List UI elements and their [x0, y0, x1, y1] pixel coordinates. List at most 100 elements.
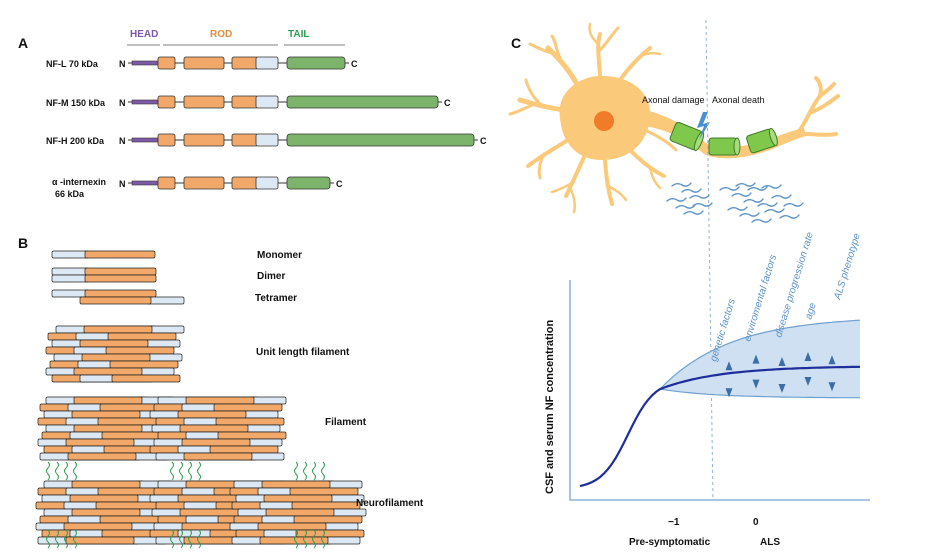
- axon-tubes: [669, 121, 778, 156]
- sidearm-squiggles: [46, 461, 325, 549]
- dimer-unit: [77, 360, 179, 369]
- protein-name: NF-H 200 kDa: [46, 136, 105, 146]
- panel-a-label: A: [18, 35, 28, 51]
- lower-bound-curve: [655, 388, 861, 399]
- rod-segment: [231, 176, 259, 190]
- protein-row: α -internexin 66 kDa N C: [52, 176, 343, 199]
- dimer-unit: [263, 494, 365, 503]
- neuron-illustration: [508, 22, 840, 214]
- dimer-unit: [259, 501, 361, 510]
- dimer-unit: [83, 325, 185, 334]
- dimer-unit: [183, 452, 285, 461]
- rod-segment: [183, 133, 225, 147]
- dimer-unit: [185, 396, 287, 405]
- dimer-unit: [261, 480, 363, 489]
- head-domain: [131, 137, 159, 143]
- rod-segment: [183, 95, 225, 109]
- dimer-unit: [65, 438, 167, 447]
- dimer-unit: [51, 250, 156, 259]
- symptom-onset-dashed-line: [705, 19, 714, 501]
- dimer-unit: [177, 410, 279, 419]
- rod-end-segment: [255, 133, 279, 147]
- factor-als-phenotype: ALS phenotype: [832, 232, 863, 302]
- rod-domain-header: ROD: [210, 29, 232, 40]
- dimer-unit: [259, 536, 361, 545]
- rod-end-segment: [255, 176, 279, 190]
- filament-assembly: [35, 250, 367, 549]
- protein-name: α -internexin: [52, 177, 106, 187]
- rod-end-segment: [255, 56, 279, 70]
- protein-mass: 66 kDa: [55, 189, 85, 199]
- axon-terminal: [798, 76, 840, 137]
- filament: [37, 396, 287, 461]
- x-label-presymptomatic: Pre-symptomatic: [629, 537, 711, 548]
- up-arrow-icon: [725, 361, 733, 371]
- up-arrow-icon: [828, 355, 836, 365]
- stage-ulf-label: Unit length filament: [256, 347, 350, 358]
- tick-zero: 0: [753, 517, 759, 528]
- dimer-unit: [177, 445, 279, 454]
- stage-neurofilament-label: Neurofilament: [356, 498, 424, 509]
- released-neurofilament-fragments: [666, 182, 804, 223]
- graph-y-axis-label: CSF and serum NF concentration: [544, 320, 556, 494]
- up-arrow-icon: [804, 351, 812, 361]
- tick-minus-one: −1: [668, 517, 680, 528]
- nucleus: [594, 111, 614, 131]
- n-terminus-label: N: [119, 59, 126, 69]
- dimer-unit: [67, 452, 169, 461]
- dimer-unit: [257, 522, 359, 531]
- head-domain: [131, 180, 159, 186]
- n-terminus-label: N: [119, 136, 126, 146]
- dimer-unit: [261, 515, 363, 524]
- dimer-unit: [257, 487, 359, 496]
- down-arrow-icon: [778, 384, 786, 394]
- dimer-unit: [65, 417, 167, 426]
- dimer-unit: [51, 267, 157, 276]
- stage-tetramer-label: Tetramer: [255, 293, 297, 304]
- dimer-unit: [265, 508, 367, 517]
- axonal-death-label: Axonal death: [712, 95, 765, 105]
- tail-domain: [286, 176, 331, 190]
- c-terminus-label: C: [444, 98, 451, 108]
- dimer-unit: [79, 374, 181, 383]
- n-terminus-label: N: [119, 179, 126, 189]
- dimer-unit: [65, 487, 167, 496]
- unit-length-filament: [45, 325, 185, 383]
- uncertainty-band: [656, 320, 860, 398]
- c-terminus-label: C: [336, 179, 343, 189]
- dimer-unit: [181, 438, 283, 447]
- rod-segment: [231, 133, 259, 147]
- head-domain: [131, 60, 159, 66]
- tail-domain: [286, 95, 439, 109]
- dimer-unit: [79, 339, 181, 348]
- c-terminus-label: C: [351, 59, 358, 69]
- up-arrow-icon: [778, 357, 786, 367]
- rod-segment: [231, 95, 259, 109]
- stage-monomer-label: Monomer: [257, 250, 302, 261]
- down-arrow-icon: [725, 388, 733, 398]
- mean-nf-curve: [579, 365, 861, 488]
- tail-domain: [286, 133, 475, 147]
- graph-axes: [569, 280, 870, 501]
- stage-dimer-label: Dimer: [257, 271, 285, 282]
- rod-segment: [231, 56, 259, 70]
- dimer-unit: [69, 431, 171, 440]
- up-arrow-icon: [752, 354, 760, 364]
- head-domain: [131, 99, 159, 105]
- down-arrow-icon: [828, 382, 836, 392]
- dimer-unit: [79, 296, 185, 305]
- rod-segment: [157, 133, 176, 147]
- factor-age: age: [803, 301, 819, 321]
- neurofilament: [35, 461, 367, 549]
- upper-bound-curve: [655, 319, 861, 393]
- dimer-unit: [51, 274, 157, 283]
- tail-domain: [286, 56, 346, 70]
- protein-name: NF-L 70 kDa: [46, 59, 99, 69]
- stage-filament-label: Filament: [325, 417, 367, 428]
- down-arrow-icon: [752, 379, 760, 389]
- x-label-als: ALS: [760, 537, 780, 548]
